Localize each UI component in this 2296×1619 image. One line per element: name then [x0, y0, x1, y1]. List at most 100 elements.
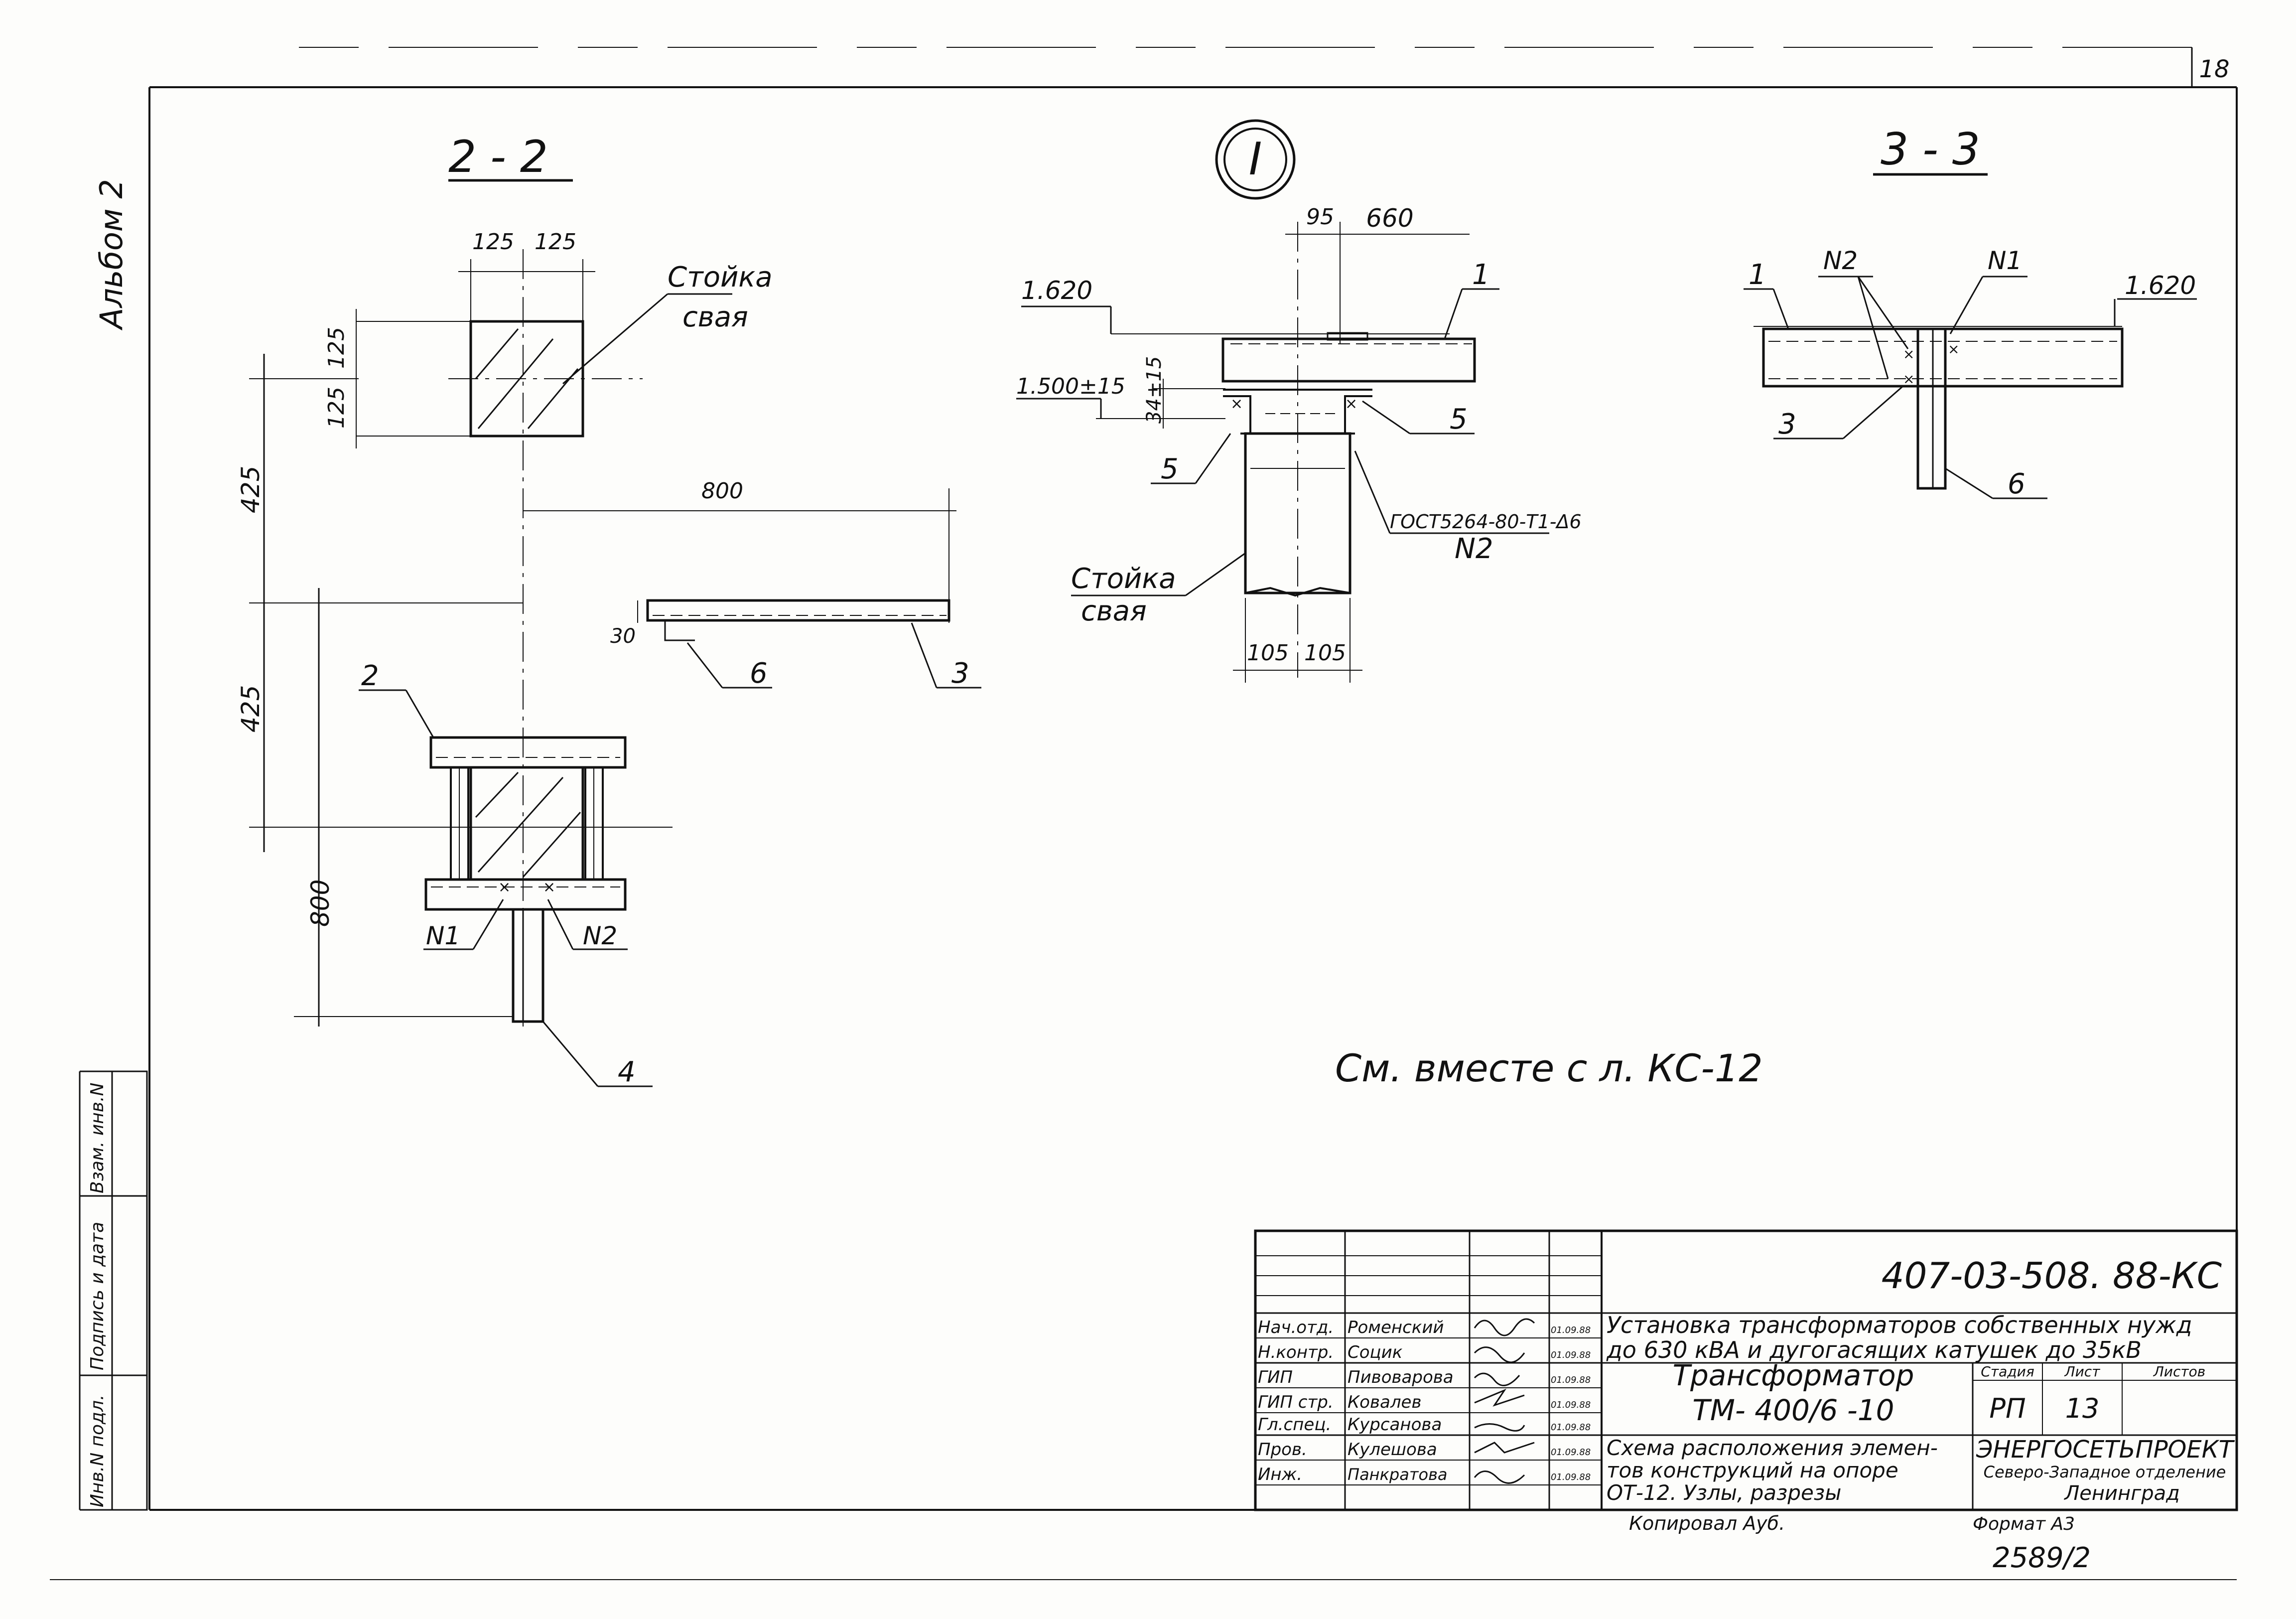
role-date: 01.09.88 — [1551, 1400, 1591, 1410]
hdr-sheets: Листов — [2153, 1363, 2206, 1380]
pos-4-label: 4 — [618, 1056, 636, 1088]
role-row: ГИП Пивоварова 01.09.88 — [1258, 1367, 1591, 1387]
level-1620-s33: 1.620 — [2125, 271, 2196, 300]
dim-2-2-w2: 125 — [535, 229, 576, 255]
weld-x-left: × — [498, 879, 511, 896]
signature-scribbles — [1474, 1318, 1535, 1484]
role-row: ГИП стр. Ковалев 01.09.88 — [1258, 1392, 1591, 1412]
node-post-line2: свая — [1081, 595, 1147, 627]
role-label: Пров. — [1258, 1440, 1307, 1460]
stamp-signature-label: Подпись и дата — [87, 1222, 108, 1370]
s33-pos-3-label: 3 — [1778, 408, 1796, 441]
pos-2-label: 2 — [361, 660, 379, 692]
weld-n1-label: N1 — [426, 921, 460, 950]
title-block — [1254, 1229, 2238, 1511]
role-date: 01.09.88 — [1551, 1350, 1591, 1360]
s33-weld-x3: × — [1948, 341, 1959, 357]
node-pos-5b-label: 5 — [1450, 403, 1468, 436]
dim-2-2-len: 800 — [701, 478, 743, 504]
format-label: Формат А3 — [1973, 1514, 2075, 1534]
section-3-3-title: 3 - 3 — [1881, 124, 1980, 175]
dim-2-2-v1: 425 — [236, 466, 265, 513]
role-date: 01.09.88 — [1551, 1375, 1591, 1385]
node-weld-x2: × — [1345, 395, 1357, 413]
archive-number: 2589/2 — [1993, 1542, 2091, 1574]
org-line2: Северо-Западное отделение — [1984, 1463, 2226, 1481]
dim-node-b2: 105 — [1304, 640, 1346, 666]
stage-value: РП — [1989, 1393, 2026, 1424]
hdr-sheet: Лист — [2064, 1363, 2101, 1380]
role-date: 01.09.88 — [1551, 1447, 1591, 1458]
copied-by: Копировал Ауб. — [1629, 1512, 1785, 1534]
org-line3: Ленинград — [2063, 1482, 2180, 1505]
role-name: Ковалев — [1348, 1392, 1422, 1412]
section-2-2: 2 - 2 125 125 125 125 Стойка свая — [236, 131, 981, 1088]
sheet-number: 18 — [2199, 55, 2229, 83]
role-label: Н.контр. — [1258, 1342, 1334, 1362]
role-row: Н.контр. Социк 01.09.88 — [1258, 1342, 1591, 1362]
section-2-2-title: 2 - 2 — [448, 131, 548, 182]
dim-2-2-h1: 125 — [324, 327, 349, 369]
stamp-inv-label: Инв.N подл. — [87, 1395, 108, 1507]
pos-3-label: 3 — [951, 657, 969, 690]
role-date: 01.09.88 — [1551, 1422, 1591, 1433]
post-label-line2: свая — [682, 301, 748, 333]
sheet-title-line2: тов конструкций на опоре — [1607, 1458, 1898, 1482]
s33-n2-label: N2 — [1823, 246, 1858, 275]
dim-2-2-v3: 800 — [306, 880, 335, 927]
node-pos-5a-label: 5 — [1161, 453, 1179, 485]
level-1500-node: 1.500±15 — [1016, 374, 1125, 399]
node-post-line1: Стойка — [1071, 563, 1176, 595]
node-weld-x1: × — [1230, 395, 1243, 413]
role-date: 01.09.88 — [1551, 1472, 1591, 1482]
sheet-frame — [50, 47, 2238, 1580]
role-label: ГИП стр. — [1258, 1392, 1334, 1412]
object-title-line1: Трансформатор — [1673, 1358, 1914, 1392]
role-name: Панкратова — [1348, 1465, 1448, 1484]
s33-pos-6-label: 6 — [2008, 468, 2026, 500]
node-n2-label: N2 — [1455, 533, 1493, 565]
s33-weld-x2: × — [1903, 371, 1914, 387]
role-label: Гл.спец. — [1258, 1415, 1331, 1435]
reference-note: См. вместе с л. КС-12 — [1335, 1046, 1763, 1090]
project-title-line2: до 630 кВА и дугогасящих катушек до 35кВ — [1606, 1336, 2142, 1363]
s33-pos-1-label: 1 — [1749, 259, 1766, 291]
left-stamp — [79, 1070, 148, 1511]
album-label: Альбом 2 — [93, 179, 130, 331]
org-line1: ЭНЕРГОСЕТЬПРОЕКТ — [1976, 1436, 2235, 1464]
stamp-replacement-label: Взам. инв.N — [87, 1083, 108, 1193]
role-row: Пров. Кулешова 01.09.88 — [1258, 1440, 1591, 1460]
role-name: Социк — [1348, 1342, 1403, 1362]
role-row: Нач.отд. Роменский 01.09.88 — [1258, 1318, 1591, 1337]
dim-2-2-h2: 125 — [324, 387, 349, 429]
role-name: Пивоварова — [1348, 1367, 1454, 1387]
role-name: Курсанова — [1348, 1415, 1442, 1435]
s33-n1-label: N1 — [1988, 246, 2022, 275]
project-title-line1: Установка трансформаторов собственных ну… — [1607, 1312, 2192, 1338]
role-name: Роменский — [1348, 1318, 1444, 1337]
doc-code: 407-03-508. 88-КС — [1882, 1255, 2222, 1297]
sheet-title-line3: ОТ-12. Узлы, разрезы — [1607, 1480, 1841, 1505]
sheet-title-line1: Схема расположения элемен- — [1607, 1436, 1938, 1460]
pos-6-label: 6 — [750, 657, 768, 690]
weld-x-right: × — [543, 879, 555, 896]
gost-label: ГОСТ5264-80-Т1-Δ6 — [1390, 511, 1582, 533]
level-1620-node: 1.620 — [1021, 276, 1092, 305]
role-name: Кулешова — [1348, 1440, 1437, 1460]
dim-node-34: 34±15 — [1143, 356, 1166, 424]
s33-weld-x1: × — [1903, 346, 1914, 362]
sheet-value: 13 — [2065, 1393, 2100, 1424]
role-label: Нач.отд. — [1258, 1318, 1334, 1337]
mid-pile-hatch — [475, 771, 581, 878]
role-label: Инж. — [1258, 1465, 1302, 1484]
dim-2-2-h30: 30 — [610, 625, 636, 648]
role-date: 01.09.88 — [1551, 1325, 1591, 1335]
section-3-3: 3 - 3 × × × 1.620 1 N2 N1 3 6 — [1744, 124, 2197, 500]
weld-n2-label: N2 — [583, 921, 617, 950]
node-pos-1-label: 1 — [1472, 259, 1490, 291]
dim-node-660: 660 — [1366, 204, 1413, 233]
dim-node-95: 95 — [1306, 204, 1334, 230]
dim-node-b1: 105 — [1247, 640, 1289, 666]
